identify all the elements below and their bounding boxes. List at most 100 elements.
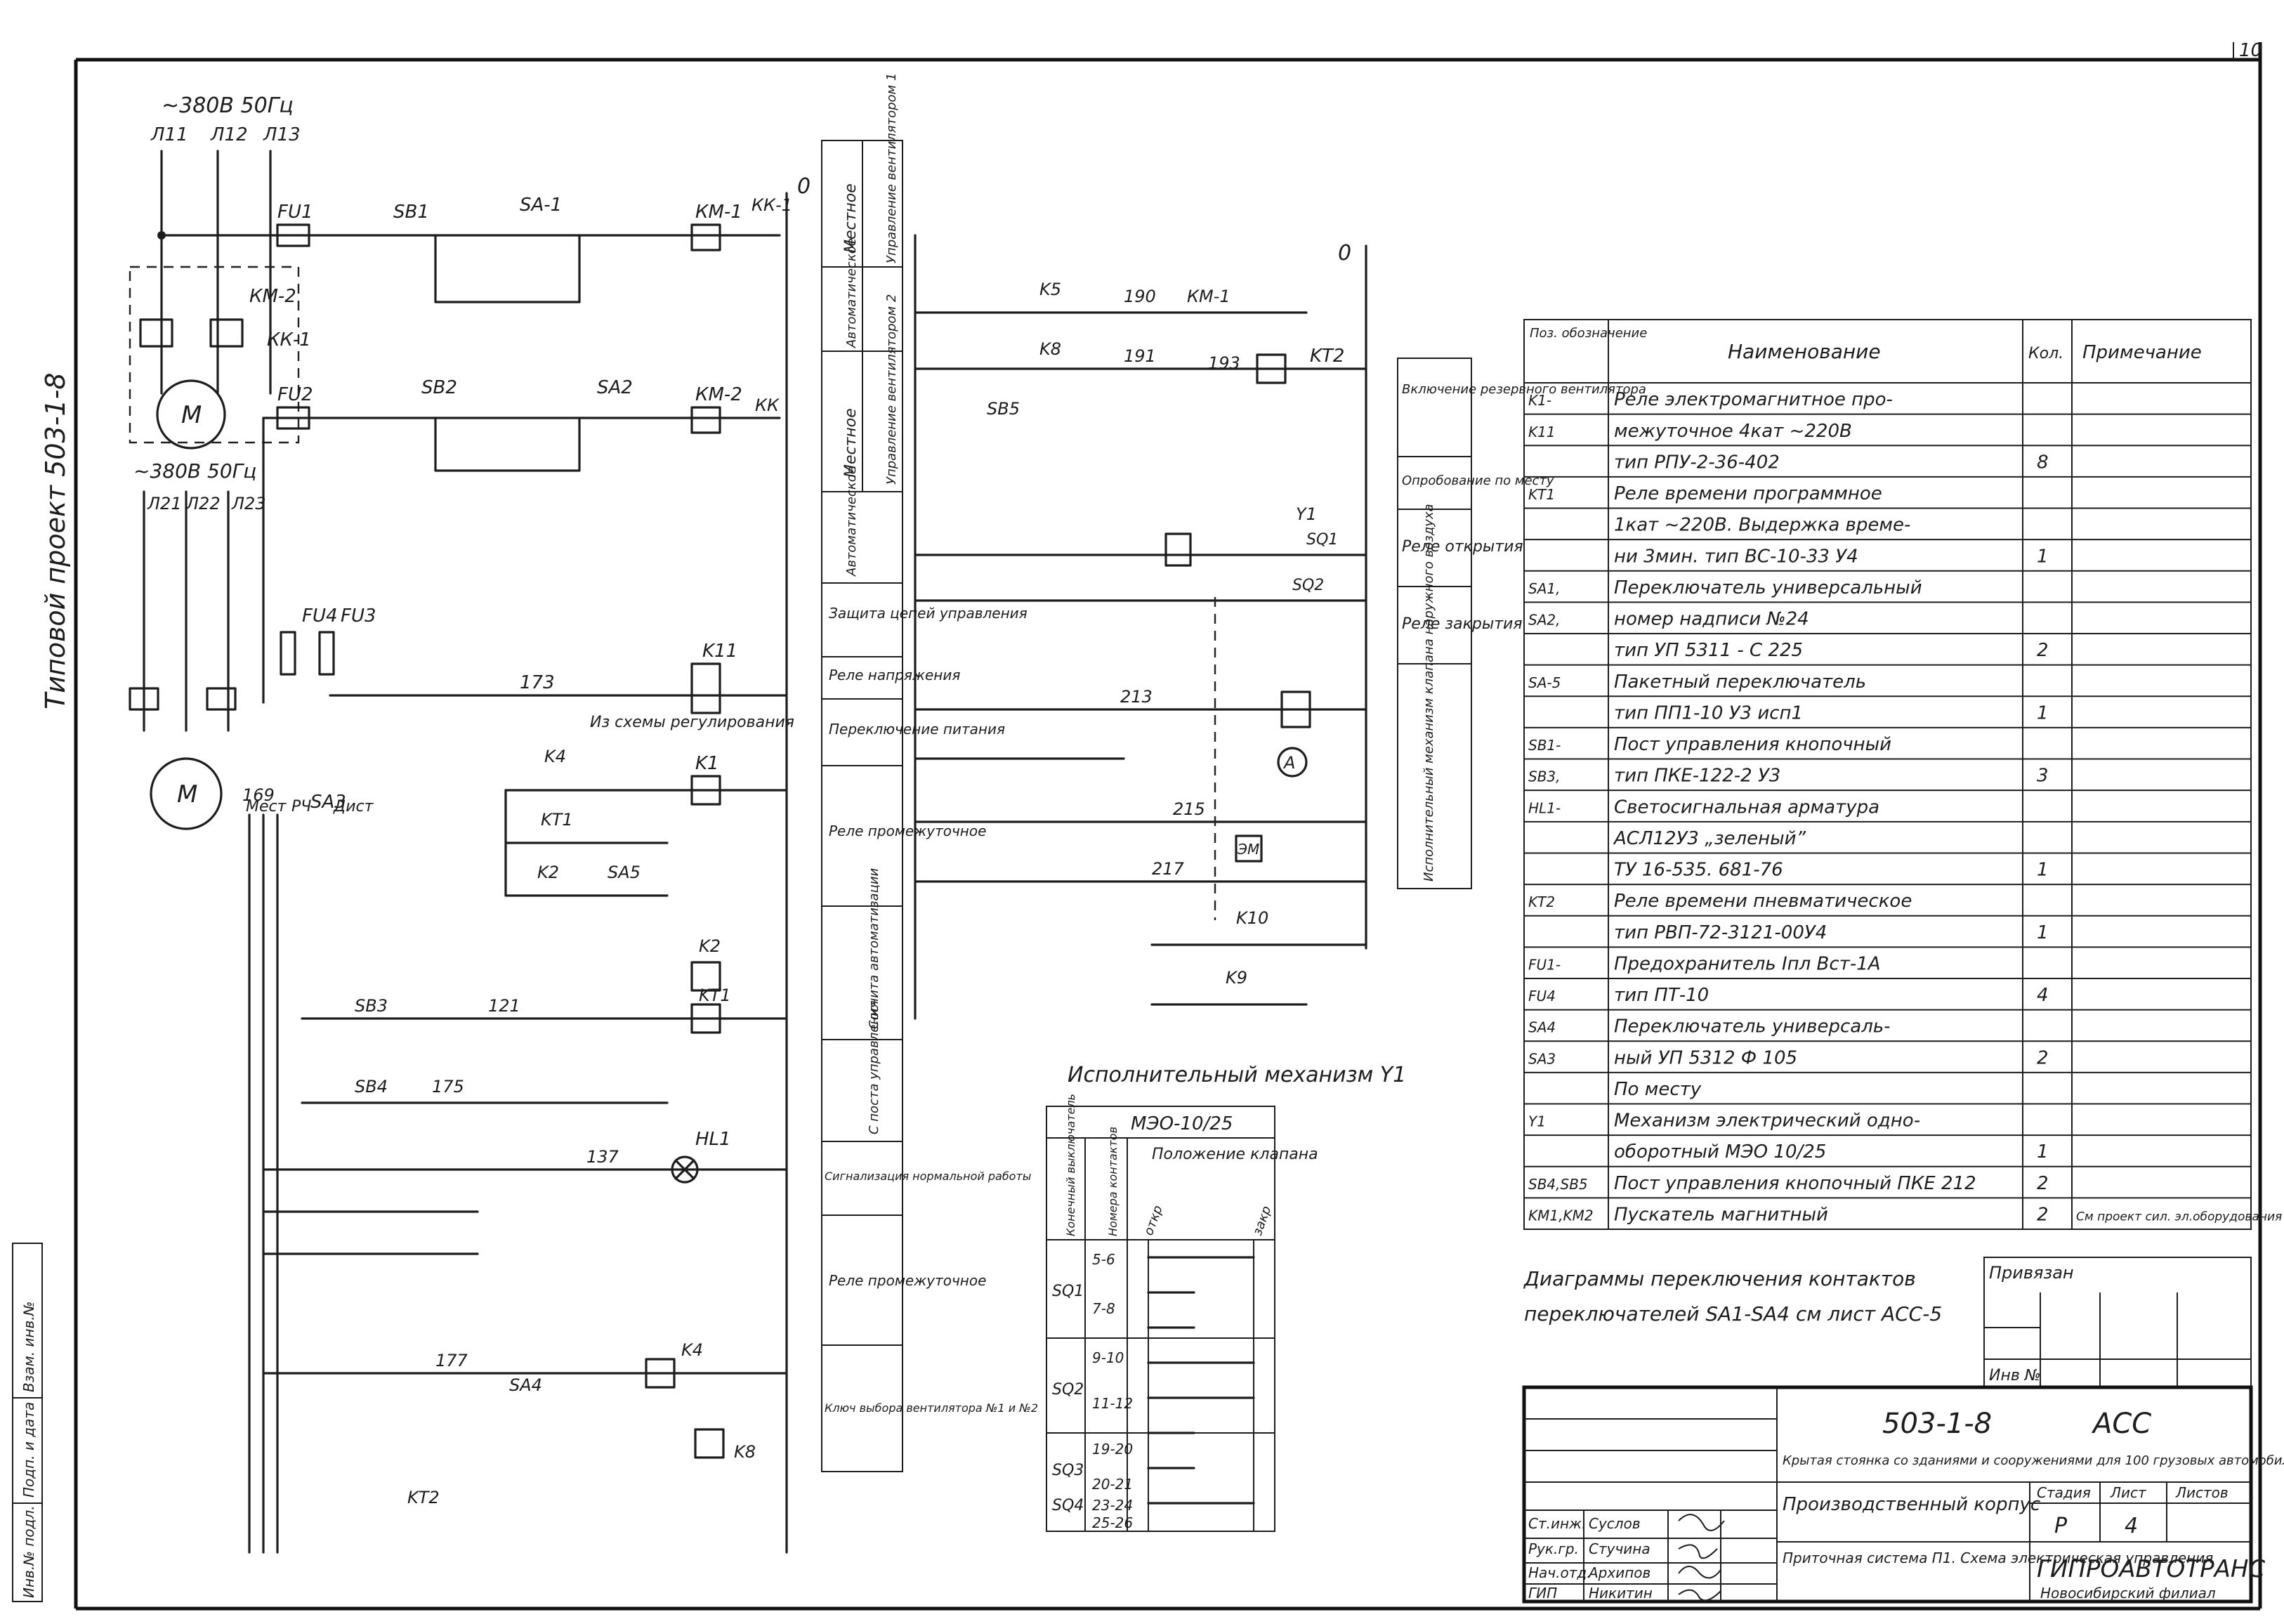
spec-cell-qty: 1 bbox=[2037, 860, 2049, 881]
spec-table: Поз. обозначение Наименование Кол. Приме… bbox=[1523, 319, 2282, 1230]
mech-row-3-sq: SQ3 bbox=[1052, 1462, 1084, 1479]
node-169: 169 bbox=[242, 785, 275, 805]
spec-header-pos: Поз. обозначение bbox=[1530, 326, 1647, 341]
k4-coil: K4 bbox=[681, 1340, 703, 1360]
supply-mid-label: ~380В 50Гц bbox=[133, 459, 256, 483]
sb3-label: SB3 bbox=[355, 996, 388, 1016]
row-fan2: FU2 SB2 SA2 КМ-2 КК bbox=[276, 377, 780, 472]
mech-row-3-c2: 20-21 bbox=[1092, 1476, 1133, 1493]
section-label-2: Управление вентилятором 1 bbox=[884, 73, 899, 263]
power-section-motor-1: ~380В 50Гц Л11 Л12 Л13 КМ-2 КК-1 M bbox=[129, 93, 781, 450]
spec-cell-name: тип ПП1-10 У3 исп1 bbox=[1614, 702, 1803, 723]
control-wiring-left: 173 K11 Из схемы регулирования K1 K4 KT1… bbox=[246, 641, 794, 1554]
phase-mid-1: Л21 bbox=[147, 494, 182, 513]
sa5-label: SA5 bbox=[608, 863, 641, 882]
mech-row-1-sq: SQ1 bbox=[1052, 1283, 1084, 1300]
power-section-motor-2: ~380В 50Гц Л21 Л22 Л23 FU4 FU3 M 169 SA3 bbox=[129, 417, 781, 830]
spec-cell-name: ТУ 16-535. 681-76 bbox=[1614, 860, 1783, 881]
spec-cell-name: Переключатель универсаль- bbox=[1614, 1016, 1891, 1037]
stamp-sheet-h: Лист bbox=[2110, 1484, 2147, 1501]
mechanism-col-contact: Номера контактов bbox=[1106, 1127, 1120, 1236]
spec-cell-name: Механизм электрический одно- bbox=[1614, 1111, 1920, 1132]
spec-cell-name: Реле времени программное bbox=[1614, 483, 1882, 504]
signature-2 bbox=[1678, 1544, 1718, 1559]
title-block: 503-1-8 АСС Крытая стоянка со зданиями и… bbox=[1522, 1385, 2284, 1604]
spec-cell-name: Пускатель магнитный bbox=[1614, 1205, 1828, 1226]
spec-cell-pos: SB4,SB5 bbox=[1528, 1176, 1588, 1193]
spec-cell-pos: FU1- bbox=[1528, 956, 1561, 973]
spec-cell-qty: 2 bbox=[2037, 640, 2049, 661]
kk-label: КК bbox=[755, 395, 780, 415]
phase-label-2: Л12 bbox=[210, 124, 248, 145]
spec-cell-qty: 1 bbox=[2037, 1141, 2049, 1163]
mech-row-4-c2: 25-26 bbox=[1092, 1514, 1133, 1531]
right-label-2: Опробование по месту bbox=[1402, 473, 1554, 488]
stamp-name-2: Стучина bbox=[1589, 1540, 1650, 1557]
spec-cell-pos: SA-5 bbox=[1528, 674, 1561, 691]
stamp-role-1: Ст.инж. bbox=[1528, 1515, 1586, 1532]
spec-cell-pos: KM1,KM2 bbox=[1528, 1207, 1594, 1224]
section-label-8: Реле напряжения bbox=[829, 667, 960, 683]
stamp-mark: АСС bbox=[2091, 1408, 2151, 1440]
spec-header-name: Наименование bbox=[1728, 340, 1881, 363]
node-121: 121 bbox=[488, 996, 520, 1016]
phase-label-3: Л13 bbox=[263, 124, 301, 145]
node-191: 191 bbox=[1124, 346, 1156, 366]
sb4-label: SB4 bbox=[355, 1077, 388, 1096]
section-label-column: Местное Управление вентилятором 1 Автома… bbox=[821, 73, 1038, 1472]
fu1-label: FU1 bbox=[277, 202, 313, 223]
spec-cell-name: Пост управления кнопочный bbox=[1614, 734, 1891, 755]
sa1-label: SA-1 bbox=[520, 195, 562, 216]
spec-cell-name: 1кат ~220В. Выдержка време- bbox=[1614, 515, 1910, 536]
side-stamp: Инв.№ подл. Подп. и дата Взам. инв.№ bbox=[12, 1243, 43, 1602]
svg-text:M: M bbox=[181, 401, 202, 429]
hl1-label: HL1 bbox=[695, 1129, 731, 1150]
spec-cell-name: Реле времени пневматическое bbox=[1614, 891, 1912, 912]
kk1-label: КК-1 bbox=[267, 329, 311, 351]
spec-cell-name: межуточное 4кат ~220В bbox=[1614, 421, 1852, 442]
spec-cell-name: Реле электромагнитное про- bbox=[1614, 389, 1893, 410]
mechanism-col-pos: Положение клапана bbox=[1152, 1146, 1318, 1163]
signature-3 bbox=[1678, 1566, 1721, 1579]
mechanism-table: Исполнительный механизм Y1 МЭО-10/25 Кон… bbox=[1046, 1063, 1406, 1532]
mech-row-4-c1: 23-24 bbox=[1092, 1497, 1133, 1514]
spec-cell-qty: 3 bbox=[2037, 766, 2049, 787]
fu2-label: FU2 bbox=[277, 384, 313, 405]
kt1-coil: KT1 bbox=[699, 985, 731, 1005]
kk-1-label: КК-1 bbox=[752, 195, 792, 215]
mechanism-model: МЭО-10/25 bbox=[1131, 1113, 1233, 1134]
phase-label-1: Л11 bbox=[150, 124, 188, 145]
spec-cell-pos: K1- bbox=[1528, 392, 1551, 409]
node-217: 217 bbox=[1152, 859, 1185, 879]
stamp-stage: Р bbox=[2054, 1514, 2068, 1538]
stamp-code: 503-1-8 bbox=[1882, 1408, 1992, 1440]
section-label-3: Автоматическое bbox=[844, 238, 859, 348]
spec-cell-pos: Y1 bbox=[1528, 1113, 1546, 1130]
spec-cell-qty: 1 bbox=[2037, 546, 2049, 567]
section-label-13: Сигнализация нормальной работы bbox=[825, 1170, 1031, 1183]
diagram-note-2: переключателей SA1-SA4 см лист АСС-5 bbox=[1524, 1302, 1942, 1325]
km1-contact: КМ-1 bbox=[1187, 287, 1230, 306]
mechanism-title: Исполнительный механизм Y1 bbox=[1068, 1063, 1406, 1087]
sq2-label: SQ2 bbox=[1292, 577, 1324, 594]
vertical-title: Типовой проект 503-1-8 bbox=[40, 373, 71, 710]
spec-cell-pos: HL1- bbox=[1528, 799, 1561, 816]
node-193: 193 bbox=[1208, 353, 1240, 373]
k2-contact: K2 bbox=[537, 863, 559, 882]
spec-cell-name: тип ПКЕ-122-2 У3 bbox=[1614, 766, 1780, 787]
spec-cell-pos: SB1- bbox=[1528, 737, 1561, 754]
spec-cell-name: Пост управления кнопочный ПКЕ 212 bbox=[1614, 1173, 1976, 1194]
node-175: 175 bbox=[432, 1077, 464, 1096]
node-177: 177 bbox=[435, 1351, 468, 1370]
section-label-5: Управление вентилятором 2 bbox=[884, 294, 899, 485]
section-label-10: Реле промежуточное bbox=[829, 823, 986, 839]
mechanism-position-bars bbox=[1147, 1256, 1255, 1505]
spec-cell-name: АСЛ12У3 „зеленый” bbox=[1613, 828, 1806, 849]
stamp-name-1: Суслов bbox=[1589, 1515, 1641, 1532]
right-labels-column: Включение резервного вентилятора Опробов… bbox=[1397, 358, 1646, 889]
spec-cell-name: Переключатель универсальный bbox=[1614, 577, 1922, 598]
spec-cell-name: тип РПУ-2-36-402 bbox=[1614, 452, 1780, 473]
